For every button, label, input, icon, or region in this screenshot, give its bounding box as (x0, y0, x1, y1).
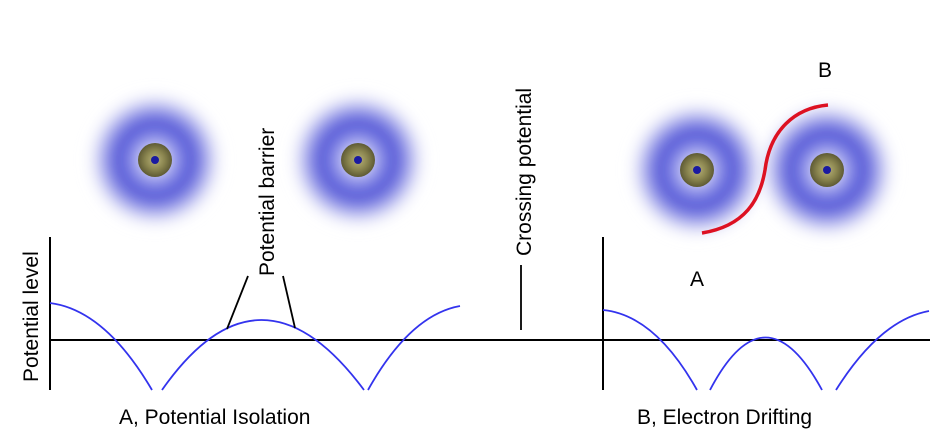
nucleus-core-left-1 (151, 156, 159, 164)
point-b-label: B (818, 59, 832, 82)
atom-left-2 (286, 88, 430, 232)
potential-barrier-label: Potential barrier (256, 128, 279, 276)
right-potential-curve-2 (709, 336, 823, 391)
atom-left-1 (83, 88, 227, 232)
barrier-pointer-right (282, 275, 296, 329)
potential-level-label: Potential level (20, 251, 43, 382)
left-potential-curve-1 (49, 302, 153, 391)
caption-right: B, Electron Drifting (637, 406, 812, 429)
left-potential-curve-2 (161, 319, 365, 391)
atom-right-2 (755, 98, 899, 242)
nucleus-core-right-2 (823, 166, 831, 174)
right-potential-curve-1 (602, 309, 698, 391)
caption-left: A, Potential Isolation (119, 406, 310, 429)
point-a-label: A (690, 268, 704, 291)
nucleus-core-left-2 (354, 156, 362, 164)
nucleus-core-right-1 (693, 166, 701, 174)
electron-path (701, 103, 829, 235)
right-potential-curve-3 (835, 310, 930, 391)
atom-right-1 (625, 98, 769, 242)
barrier-pointer-left (226, 275, 249, 330)
left-potential-curve-3 (367, 305, 461, 391)
crossing-potential-label: Crossing potential (513, 88, 536, 256)
